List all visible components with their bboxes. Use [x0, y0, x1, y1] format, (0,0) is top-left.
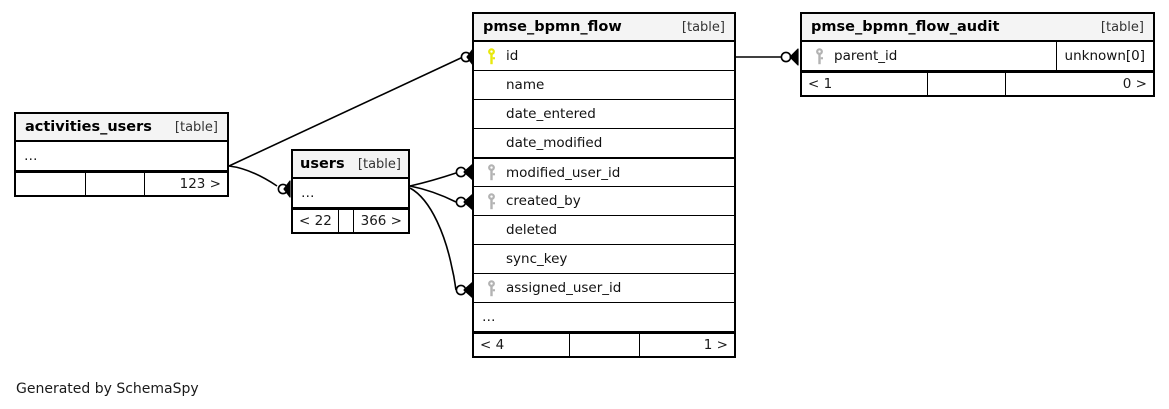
table-header: activities_users [table]	[16, 114, 227, 142]
footer-cell-left: < 22	[293, 210, 339, 232]
table-footer: 123 >	[16, 171, 227, 195]
table-type-tag: [table]	[681, 19, 725, 35]
column-name: created_by	[506, 193, 581, 209]
table-row: date_entered	[474, 100, 734, 129]
table-footer: < 1 0 >	[802, 71, 1153, 95]
footer-cell-left: < 4	[474, 334, 571, 356]
column-type: unknown[0]	[1055, 42, 1153, 70]
table-type-tag: [table]	[357, 156, 401, 172]
crowsfoot-users-left	[283, 180, 291, 198]
table-row: …	[16, 142, 227, 171]
table-row: modified_user_id	[474, 158, 734, 187]
table-row: …	[293, 179, 408, 208]
column-name: date_entered	[506, 106, 596, 122]
table-footer: < 22 366 >	[293, 208, 408, 232]
table-footer: < 4 1 >	[474, 332, 734, 356]
crowsfoot-parent_id	[789, 48, 799, 66]
column-name: id	[506, 48, 519, 64]
footer-cell-right: 1 >	[703, 337, 728, 353]
table-row: date_modified	[474, 129, 734, 158]
table-row: …	[474, 303, 734, 332]
table-header: pmse_bpmn_flow [table]	[474, 14, 734, 42]
footer-cell-right: 0 >	[1122, 76, 1147, 92]
table-title: activities_users	[25, 119, 152, 135]
table-users[interactable]: users [table] … < 22 366 >	[291, 149, 410, 234]
column-name: assigned_user_id	[506, 280, 622, 296]
table-row: assigned_user_id	[474, 274, 734, 303]
column-name: name	[506, 77, 545, 93]
column-name: …	[482, 309, 497, 325]
edge-activities_users-to-users	[228, 165, 278, 187]
table-header: users [table]	[293, 151, 408, 179]
table-title: pmse_bpmn_flow_audit	[811, 19, 1000, 35]
footer-cell-right: 366 >	[360, 213, 402, 229]
edge-activities_users-to-id	[228, 56, 464, 167]
footer-cell-right: 123 >	[179, 176, 221, 192]
footer-cell-middle	[570, 334, 641, 356]
footer-cell-middle	[928, 73, 1006, 95]
footer-cell-middle	[86, 173, 145, 195]
table-row: name	[474, 71, 734, 100]
footer-cell-left: < 1	[802, 73, 929, 95]
column-name: parent_id	[834, 48, 898, 64]
footer-cell-left	[16, 173, 86, 195]
table-type-tag: [table]	[1100, 19, 1144, 35]
column-name: modified_user_id	[506, 164, 621, 181]
generated-by-caption: Generated by SchemaSpy	[16, 381, 199, 397]
table-pmse_bpmn_flow_audit[interactable]: pmse_bpmn_flow_audit [table] parent_id u…	[800, 12, 1155, 97]
primary-key-icon	[482, 47, 500, 65]
foreign-key-icon	[482, 164, 500, 181]
table-title: users	[300, 156, 345, 172]
foreign-key-icon	[482, 279, 500, 297]
edge-circle-parent_id	[780, 51, 792, 63]
footer-cell-middle	[339, 210, 354, 232]
edge-users-to-assigned_user_id	[409, 187, 457, 291]
table-type-tag: [table]	[174, 119, 218, 135]
table-row: parent_id unknown[0]	[802, 42, 1153, 71]
table-header: pmse_bpmn_flow_audit [table]	[802, 14, 1153, 42]
edge-users-to-created_by	[409, 185, 457, 203]
table-pmse_bpmn_flow[interactable]: pmse_bpmn_flow [table] id name date_ente…	[472, 12, 736, 358]
table-row: created_by	[474, 187, 734, 216]
edge-users-to-modified_user_id	[409, 172, 457, 187]
table-row: id	[474, 42, 734, 71]
foreign-key-icon	[810, 47, 828, 65]
table-activities_users[interactable]: activities_users [table] … 123 >	[14, 112, 229, 197]
table-title: pmse_bpmn_flow	[483, 19, 622, 35]
column-name: …	[24, 148, 39, 164]
table-row: deleted	[474, 216, 734, 245]
column-name: …	[301, 185, 316, 201]
column-name: date_modified	[506, 135, 603, 151]
table-row: sync_key	[474, 245, 734, 274]
column-name: deleted	[506, 222, 558, 238]
column-name: sync_key	[506, 251, 568, 267]
foreign-key-icon	[482, 192, 500, 210]
